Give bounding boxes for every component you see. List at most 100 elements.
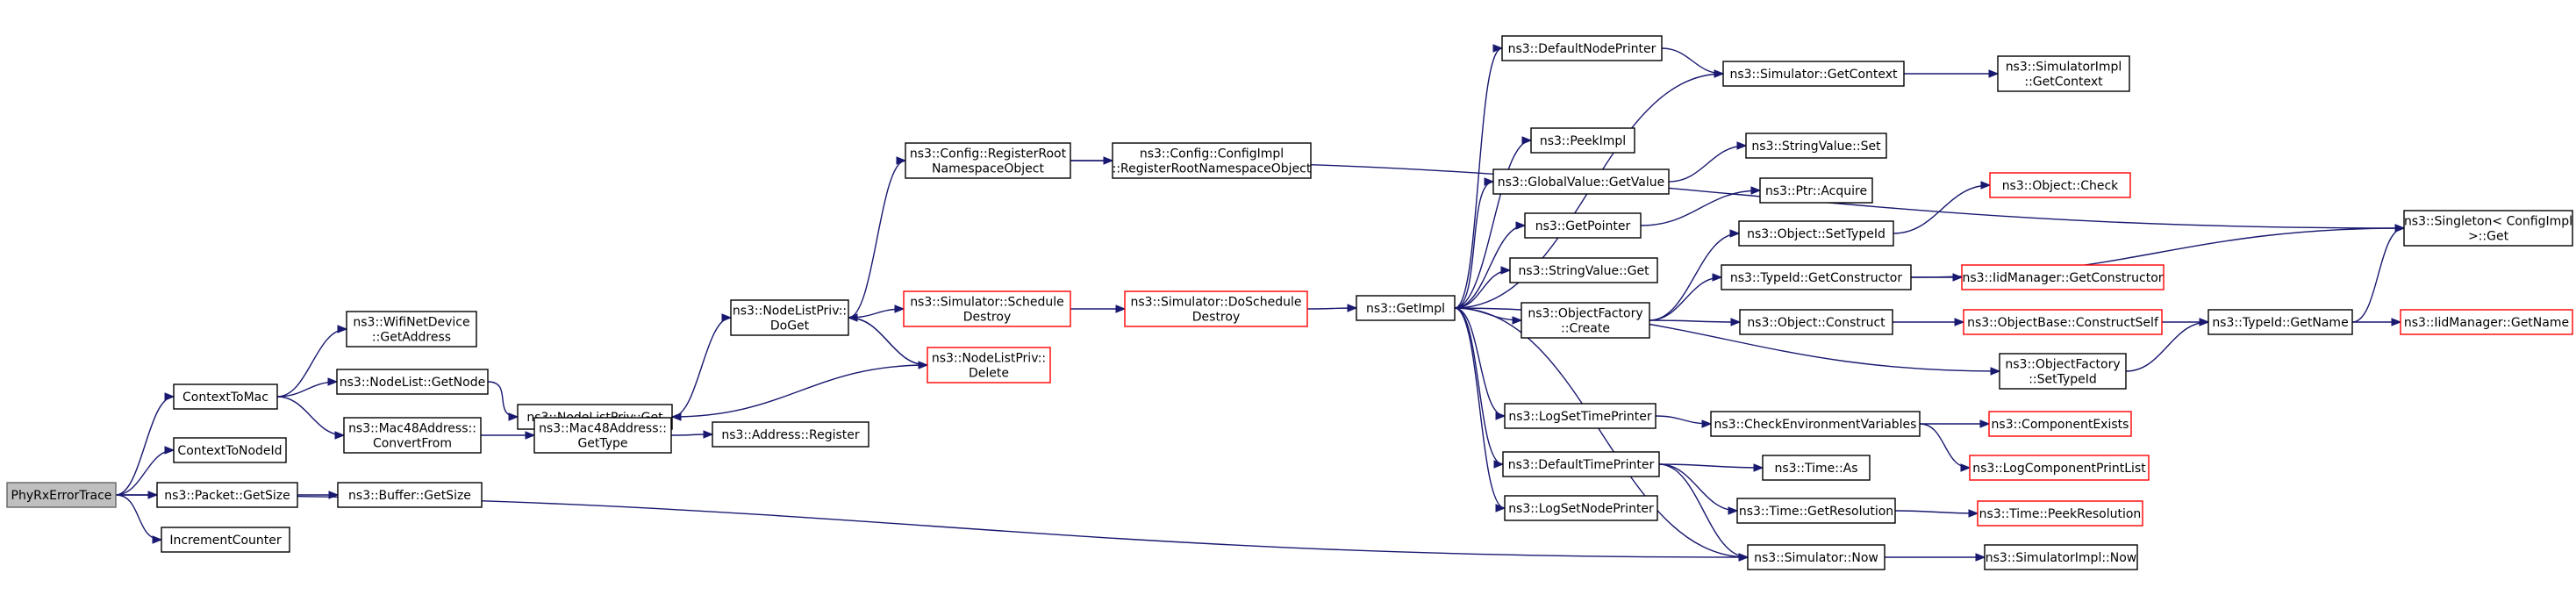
- node-packet-get-size[interactable]: ns3::Packet::GetSize: [156, 482, 298, 508]
- node-box: [173, 437, 287, 463]
- node-simulator-impl-now[interactable]: ns3::SimulatorImpl::Now: [1984, 544, 2138, 570]
- node-increment-counter[interactable]: IncrementCounter: [161, 527, 290, 553]
- node-label: ns3::LogSetNodePrinter: [1508, 502, 1654, 516]
- node-box: [161, 527, 290, 553]
- node-label: ns3::TypeId::GetConstructor: [1730, 271, 1902, 285]
- arrowhead-icon: [1521, 136, 1533, 145]
- node-time-get-resolution[interactable]: ns3::Time::GetResolution: [1736, 498, 1896, 524]
- node-log-set-node-printer[interactable]: ns3::LogSetNodePrinter: [1504, 495, 1658, 521]
- node-label: Delete: [969, 367, 1009, 381]
- edge-line: [1919, 423, 1971, 469]
- node-type-id-get-constructor[interactable]: ns3::TypeId::GetConstructor: [1721, 264, 1912, 290]
- edge-line: [1649, 233, 1740, 321]
- node-object-check[interactable]: ns3::Object::Check: [1989, 172, 2131, 198]
- arrowhead-icon: [894, 305, 905, 313]
- node-label: ns3::TypeId::GetName: [2212, 316, 2348, 330]
- node-get-impl[interactable]: ns3::GetImpl: [1356, 295, 1456, 321]
- node-label: ns3::SimulatorImpl::Now: [1986, 551, 2137, 565]
- node-label: ns3::Object::Construct: [1747, 316, 1885, 330]
- node-singleton-config-impl-get[interactable]: ns3::Singleton< ConfigImpl>::Get: [2403, 210, 2573, 247]
- node-node-list-priv-do-get[interactable]: ns3::NodeListPriv::DoGet: [730, 299, 849, 336]
- edge-node-list-priv-get-to-node-list-priv-do-get: [671, 313, 733, 418]
- node-context-to-mac[interactable]: ContextToMac: [173, 383, 278, 410]
- node-label: Destroy: [963, 311, 1011, 325]
- node-box: [1759, 177, 1873, 204]
- node-simulator-impl-get-context[interactable]: ns3::SimulatorImpl::GetContext: [1997, 55, 2130, 92]
- node-box: [343, 417, 482, 454]
- arrowhead-icon: [334, 431, 346, 440]
- node-label: ns3::CheckEnvironmentVariables: [1714, 418, 1917, 432]
- edge-line: [1658, 463, 1749, 558]
- node-label: ns3::IidManager::GetName: [2404, 316, 2569, 330]
- node-config-impl-register-root[interactable]: ns3::Config::ConfigImpl::RegisterRootNam…: [1112, 142, 1312, 179]
- node-check-environment-variables[interactable]: ns3::CheckEnvironmentVariables: [1710, 411, 1921, 437]
- node-label: ns3::Ptr::Acquire: [1765, 184, 1867, 198]
- node-get-pointer[interactable]: ns3::GetPointer: [1524, 212, 1642, 239]
- node-mac48-address-convert-from[interactable]: ns3::Mac48Address::ConvertFrom: [343, 417, 482, 454]
- node-object-factory-create[interactable]: ns3::ObjectFactory::Create: [1521, 302, 1650, 339]
- node-address-register[interactable]: ns3::Address::Register: [712, 421, 869, 448]
- node-label: ns3::Address::Register: [721, 428, 860, 442]
- node-object-construct[interactable]: ns3::Object::Construct: [1739, 309, 1893, 335]
- arrowhead-icon: [1980, 181, 1992, 190]
- node-box: [1963, 309, 2163, 335]
- node-label: ns3::Simulator::DoSchedule: [1131, 296, 1302, 310]
- edge-packet-get-size-to-buffer-get-size: [297, 491, 340, 499]
- node-mac48-address-get-type[interactable]: ns3::Mac48Address::GetType: [533, 417, 672, 454]
- node-label: ns3::Time::GetResolution: [1739, 505, 1893, 519]
- edge-phy-rx-error-trace-to-context-to-node-id: [115, 446, 175, 496]
- nodes-layer: PhyRxErrorTrace ContextToMacContextToNode…: [6, 35, 2573, 570]
- node-simulator-now[interactable]: ns3::Simulator::Now: [1747, 544, 1885, 570]
- node-label: ns3::NodeListPriv::: [733, 305, 847, 319]
- node-type-id-get-name[interactable]: ns3::TypeId::GetName: [2207, 309, 2353, 335]
- node-label: ns3::Mac48Address::: [539, 422, 667, 436]
- node-box: [1356, 295, 1456, 321]
- node-iid-manager-get-name[interactable]: ns3::IidManager::GetName: [2400, 309, 2573, 335]
- node-label: ::RegisterRootNamespaceObject: [1113, 162, 1312, 176]
- node-context-to-node-id[interactable]: ContextToNodeId: [173, 437, 287, 463]
- node-string-value-set[interactable]: ns3::StringValue::Set: [1745, 133, 1887, 159]
- node-peek-impl[interactable]: ns3::PeekImpl: [1530, 127, 1635, 154]
- arrowhead-icon: [2394, 224, 2406, 233]
- node-object-set-type-id[interactable]: ns3::Object::SetTypeId: [1738, 220, 1894, 247]
- edge-object-factory-create-to-object-set-type-id: [1649, 229, 1741, 321]
- node-ptr-acquire[interactable]: ns3::Ptr::Acquire: [1759, 177, 1873, 204]
- node-time-peek-resolution[interactable]: ns3::Time::PeekResolution: [1977, 500, 2143, 527]
- node-label: ContextToNodeId: [177, 444, 282, 458]
- node-node-list-priv-delete[interactable]: ns3::NodeListPriv::Delete: [927, 347, 1051, 383]
- node-default-time-printer[interactable]: ns3::DefaultTimePrinter: [1502, 451, 1660, 477]
- node-string-value-get[interactable]: ns3::StringValue::Get: [1509, 257, 1658, 283]
- node-box: [1739, 309, 1893, 335]
- node-iid-manager-get-constructor[interactable]: ns3::IidManager::GetConstructor: [1961, 264, 2165, 290]
- node-log-component-print-list[interactable]: ns3::LogComponentPrintList: [1969, 455, 2150, 481]
- arrowhead-icon: [1729, 229, 1741, 238]
- node-config-register-root[interactable]: ns3::Config::RegisterRootNamespaceObject: [905, 142, 1071, 179]
- node-box: [1961, 264, 2165, 290]
- node-phy-rx-error-trace[interactable]: PhyRxErrorTrace: [6, 482, 117, 508]
- node-label: ns3::StringValue::Get: [1518, 264, 1649, 278]
- node-box: [1504, 403, 1657, 429]
- node-label: ::GetAddress: [372, 331, 451, 345]
- node-object-factory-set-type-id[interactable]: ns3::ObjectFactory::SetTypeId: [1999, 353, 2127, 390]
- arrowhead-icon: [1738, 553, 1750, 562]
- node-component-exists[interactable]: ns3::ComponentExists: [1988, 411, 2132, 437]
- edge-get-impl-to-get-pointer: [1454, 221, 1527, 309]
- node-label: ConvertFrom: [373, 437, 452, 451]
- edge-line: [1454, 307, 1506, 509]
- node-object-base-construct-self[interactable]: ns3::ObjectBase::ConstructSelf: [1963, 309, 2163, 335]
- node-buffer-get-size[interactable]: ns3::Buffer::GetSize: [337, 482, 483, 508]
- node-box: [337, 482, 483, 508]
- node-log-set-time-printer[interactable]: ns3::LogSetTimePrinter: [1504, 403, 1657, 429]
- arrowhead-icon: [896, 156, 907, 165]
- node-default-node-printer[interactable]: ns3::DefaultNodePrinter: [1501, 35, 1663, 61]
- node-node-list-get-node[interactable]: ns3::NodeList::GetNode: [336, 369, 489, 395]
- node-simulator-get-context[interactable]: ns3::Simulator::GetContext: [1722, 61, 1905, 87]
- node-wifi-net-device-get-address[interactable]: ns3::WifiNetDevice::GetAddress: [346, 311, 477, 348]
- node-box: [533, 417, 672, 454]
- node-time-as[interactable]: ns3::Time::As: [1762, 455, 1871, 481]
- node-global-value-get-value[interactable]: ns3::GlobalValue::GetValue: [1492, 168, 1670, 195]
- edge-context-to-mac-to-wifi-net-device-get-address: [276, 325, 348, 398]
- edge-mac48-address-convert-from-to-mac48-address-get-type: [481, 431, 536, 440]
